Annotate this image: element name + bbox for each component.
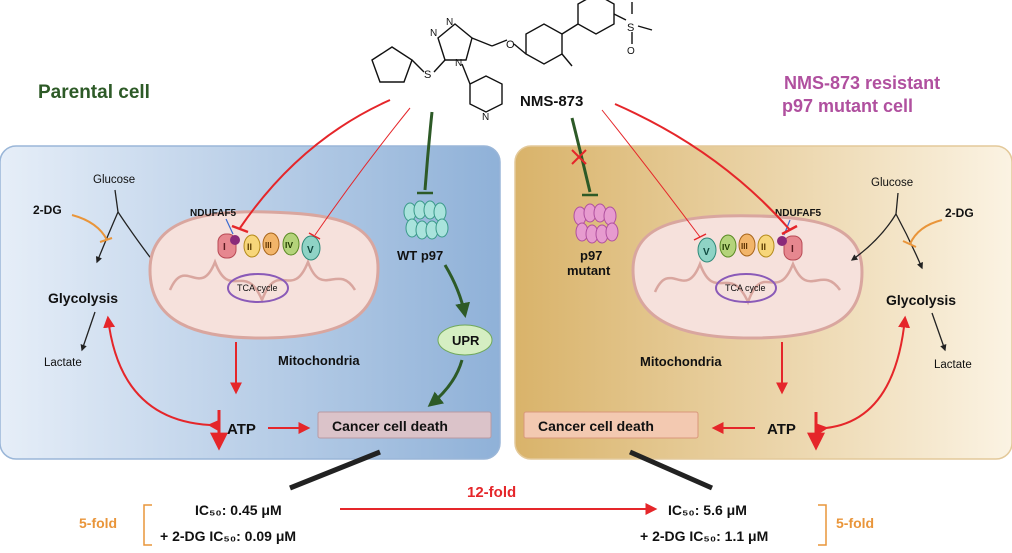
resistant-2dg-inhibit xyxy=(909,219,943,245)
svg-text:II: II xyxy=(761,242,766,252)
svg-text:III: III xyxy=(265,241,272,250)
parental-2dg: 2-DG xyxy=(33,203,62,217)
parental-atp: ATP xyxy=(227,421,256,438)
parental-ic50-2dg: + 2-DG IC₅₀: 0.09 μM xyxy=(160,528,296,544)
p97-mutant-label2: mutant xyxy=(567,263,611,278)
resistant-mitochondria-label: Mitochondria xyxy=(640,354,722,369)
parental-pointer xyxy=(289,449,381,491)
upr-box xyxy=(437,324,493,356)
svg-text:II: II xyxy=(247,242,252,252)
resistant-glycolysis: Glycolysis xyxy=(886,292,956,308)
parental-lactate: Lactate xyxy=(44,357,82,369)
svg-text:O: O xyxy=(627,46,635,57)
resistant-tca-cycle xyxy=(715,273,777,303)
svg-text:III: III xyxy=(741,242,748,251)
complex-V-icon-r xyxy=(697,237,717,263)
glycolysis-atp-arrow xyxy=(103,315,220,432)
resistant-death-box xyxy=(523,411,699,439)
complex-IV-icon-r xyxy=(719,234,737,258)
complex-IV-icon xyxy=(282,232,300,256)
nms-873-structure-icon xyxy=(371,0,653,113)
svg-text:O: O xyxy=(506,39,515,51)
drug-to-wtp97 xyxy=(423,111,434,191)
complex-II-icon xyxy=(243,234,261,258)
upr-label: UPR xyxy=(452,333,480,348)
parental-bracket xyxy=(143,504,152,546)
parental-fold: 5-fold xyxy=(79,515,117,531)
resistant-ic50: IC₅₀: 5.6 μM xyxy=(668,502,747,518)
complex-III-icon-r xyxy=(738,233,756,257)
svg-text:I: I xyxy=(223,242,226,253)
parental-mitochondria-label: Mitochondria xyxy=(278,353,360,368)
blocked-x-icon xyxy=(571,149,587,165)
resistant-2dg: 2-DG xyxy=(945,206,974,220)
resistant-etc-complexes: V IV III II I xyxy=(697,233,803,263)
p97-mutant-icon xyxy=(573,203,619,244)
resistant-glycolysis-atp-arrow xyxy=(815,315,911,436)
svg-text:V: V xyxy=(703,247,710,258)
resistant-title-line1: NMS-873 resistant xyxy=(784,73,940,93)
wt-p97-label: WT p97 xyxy=(397,248,443,263)
resistant-ic50-2dg: + 2-DG IC₅₀: 1.1 μM xyxy=(640,528,768,544)
complex-II-icon-r xyxy=(757,234,775,258)
svg-text:V: V xyxy=(307,245,314,256)
resistant-glucose: Glucose xyxy=(871,177,913,189)
complex-III-icon xyxy=(262,232,280,256)
svg-text:N: N xyxy=(455,58,462,69)
drug-to-p97mutant xyxy=(570,117,592,193)
p97-mutant-label1: p97 xyxy=(580,248,602,263)
resistant-ndufaf5: NDUFAF5 xyxy=(775,208,822,219)
svg-text:IV: IV xyxy=(285,240,293,250)
resistant-pointer xyxy=(628,449,714,491)
parental-tca-cycle xyxy=(227,273,289,303)
svg-text:N: N xyxy=(446,17,453,28)
parental-etc-complexes: I II III IV V xyxy=(217,232,321,261)
parental-death-box xyxy=(317,411,492,439)
svg-text:N: N xyxy=(482,112,489,123)
complex-V-icon xyxy=(301,235,321,261)
parental-glycolysis: Glycolysis xyxy=(48,290,118,306)
svg-text:S: S xyxy=(627,22,634,34)
parental-2dg-inhibit xyxy=(71,214,108,241)
parental-ic50: IC₅₀: 0.45 μM xyxy=(195,502,282,518)
svg-text:IV: IV xyxy=(722,242,730,252)
wt-p97-icon xyxy=(403,200,449,240)
resistant-glucose-branches xyxy=(850,192,923,270)
fold-change-label: 12-fold xyxy=(467,484,516,501)
resistant-death-label: Cancer cell death xyxy=(538,418,654,434)
resistant-bracket xyxy=(818,504,827,546)
svg-text:TCA cycle: TCA cycle xyxy=(725,283,766,293)
resistant-fold: 5-fold xyxy=(836,515,874,531)
ndufaf5-dot-r xyxy=(777,236,787,246)
resistant-title-line2: p97 mutant cell xyxy=(782,96,913,116)
svg-text:TCA cycle: TCA cycle xyxy=(237,283,278,293)
drug-to-complex5-left xyxy=(314,107,411,236)
parental-death-label: Cancer cell death xyxy=(332,418,448,434)
resistant-lactate: Lactate xyxy=(934,359,972,371)
drug-to-complex5-right xyxy=(601,109,701,238)
ndufaf5-dot xyxy=(230,235,240,245)
svg-text:S: S xyxy=(424,69,431,81)
parental-glucose: Glucose xyxy=(93,174,135,186)
resistant-atp: ATP xyxy=(767,421,796,438)
svg-text:O: O xyxy=(627,0,635,3)
p97-to-upr-arrow xyxy=(443,264,470,318)
parental-ndufaf5: NDUFAF5 xyxy=(190,208,237,219)
drug-to-complex1-left xyxy=(239,99,391,229)
upr-to-death-arrow xyxy=(427,359,464,407)
parental-title: Parental cell xyxy=(38,82,150,103)
nms-873-label: NMS-873 xyxy=(520,93,583,110)
drug-to-complex1-right xyxy=(614,103,791,231)
svg-text:I: I xyxy=(791,244,794,255)
complex-I-icon-r xyxy=(783,235,803,261)
svg-text:N: N xyxy=(430,28,437,39)
